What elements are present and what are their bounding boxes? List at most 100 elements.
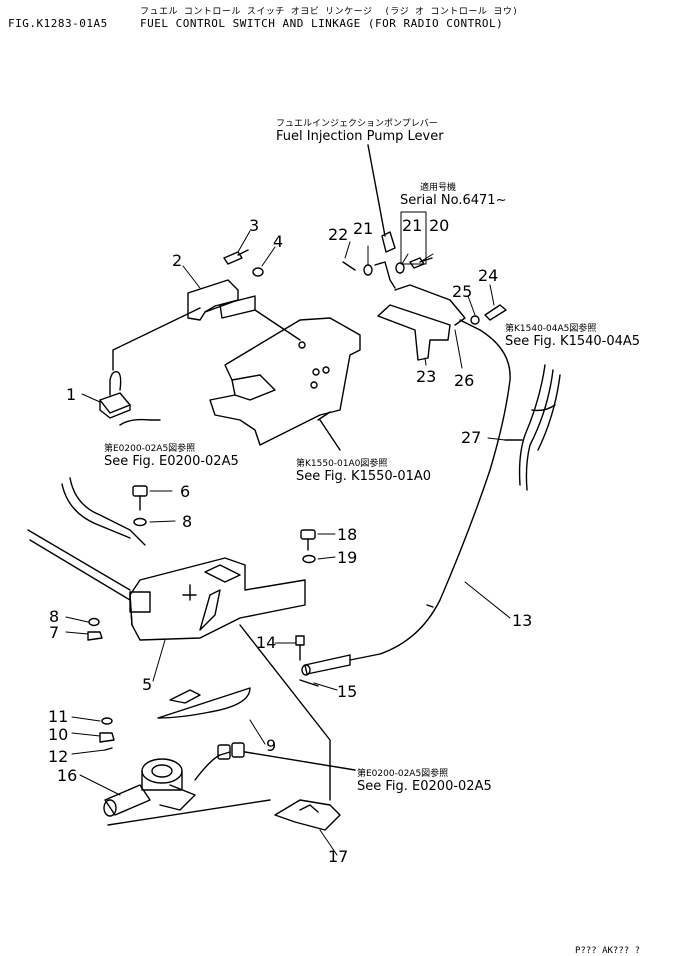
callout-pump-lever-jp: フュエルインジェクションポンプレバー [276,119,438,129]
cable-end-rod [394,284,466,326]
motor-to-bracket-line [107,799,271,826]
washer-25 [470,315,480,325]
motor-wire [194,751,231,781]
bolt-14 [295,635,305,661]
callout-fig-e0200-lower-en: See Fig. E0200-02A5 [357,779,492,794]
washer-4 [252,267,264,277]
part-number-4: 4 [273,232,283,251]
part-number-13: 13 [512,611,532,630]
dial-plate [157,687,251,719]
callout-fig-e0200-lower-jp: 第E0200-02A5図参照 [357,769,449,779]
part-number-16: 16 [57,766,77,785]
part-number-17: 17 [328,847,348,866]
nut-7 [87,631,103,641]
callout-pump-lever-en: Fuel Injection Pump Lever [276,129,444,144]
switch-cable [112,307,201,371]
part-number-26: 26 [454,371,474,390]
panel-leader [319,419,341,451]
bolt-20 [409,257,433,269]
bolt-18 [300,529,316,551]
callout-fig-e0200-upper: 第E0200-02A5図参照 See Fig. E0200-02A5 [104,441,239,469]
part-number-20: 20 [429,216,449,235]
harness-upper [69,477,146,546]
part-number-14: 14 [256,633,276,652]
bracket-17 [274,799,341,831]
washer-11 [101,717,113,725]
figure-id: FIG.K1283-01A5 [8,17,108,30]
control-plate [129,557,306,641]
motor-connector [217,742,245,760]
cable-mark [426,604,434,608]
bolt-6 [132,485,148,511]
harness-lower [61,483,131,539]
part-number-6: 6 [180,482,190,501]
washer-8-lower [88,617,100,627]
part-number-12: 12 [48,747,68,766]
washer-19 [302,554,316,564]
part-number-23: 23 [416,367,436,386]
part-number-25: 25 [452,282,472,301]
washer-21-left [363,264,373,276]
figure-title: FUEL CONTROL SWITCH AND LINKAGE (FOR RAD… [140,17,504,30]
cable-bundle [518,364,561,491]
callout-fig-k1550-jp: 第K1550-01A0図参照 [296,459,388,469]
part-number-5: 5 [142,675,152,694]
callout-fig-e0200-upper-en: See Fig. E0200-02A5 [104,454,239,469]
lever-clip [374,231,396,289]
callout-fig-k1540-jp: 第K1540-04A5図参照 [505,324,597,334]
bolt-24 [484,304,507,321]
part-number-8-upper: 8 [182,512,192,531]
switch-wire [119,418,161,426]
bolt-3 [223,249,249,265]
pin-22 [342,261,356,271]
part-number-22: 22 [328,225,348,244]
cable-rod-end [301,653,381,676]
frame-edge-upper [27,529,131,591]
callout-fig-k1540: 第K1540-04A5図参照 See Fig. K1540-04A5 [505,321,640,349]
part-number-10: 10 [48,725,68,744]
part-number-2: 2 [172,251,182,270]
leader-lines [65,230,511,856]
motor-connector-leader [244,751,356,771]
part-number-27: 27 [461,428,481,447]
part-number-21-left: 21 [353,219,373,238]
lever-bracket-23 [377,304,451,361]
callout-fig-k1550-en: See Fig. K1550-01A0 [296,469,432,484]
nut-10 [99,732,115,743]
washer-8-upper [133,517,147,527]
bracket-link-line [254,309,301,341]
part-number-8-lower: 8 [49,607,59,626]
control-cable [379,319,511,655]
pump-lever-leader [367,144,386,237]
part-number-11: 11 [48,707,68,726]
cotter-pin-15 [299,679,319,687]
callout-serial-jp: 適用号機 [420,183,457,193]
mounting-panel [209,317,361,446]
pin-12 [104,747,113,751]
fuel-control-switch [99,370,131,419]
figure-title-japanese: フュエル コントロール スイッチ オヨビ リンケージ (ラジ オ コントロール … [140,7,519,17]
part-number-18: 18 [337,525,357,544]
part-number-24: 24 [478,266,498,285]
part-number-1: 1 [66,385,76,404]
part-number-15: 15 [337,682,357,701]
part-number-21-right: 21 [402,216,422,235]
part-number-9: 9 [266,736,276,755]
callout-fig-e0200-lower: 第E0200-02A5図参照 See Fig. E0200-02A5 [357,766,492,794]
plate-to-bracket-line [239,624,331,801]
callout-fig-k1540-en: See Fig. K1540-04A5 [505,334,641,349]
part-number-19: 19 [337,548,357,567]
serial-box [400,211,427,265]
callout-serial: 適用号機 Serial No.6471~ [400,180,506,208]
part-number-3: 3 [249,216,259,235]
callout-fig-k1550: 第K1550-01A0図参照 See Fig. K1550-01A0 [296,456,431,484]
callout-fig-e0200-upper-jp: 第E0200-02A5図参照 [104,444,196,454]
motor-actuator [103,758,196,817]
callout-pump-lever: フュエルインジェクションポンプレバー Fuel Injection Pump L… [276,116,444,144]
page-footer: P??? AK??? ? [575,946,641,956]
frame-edge-lower [29,539,131,601]
part-number-7: 7 [49,623,59,642]
washer-21-right [395,262,405,274]
callout-serial-en: Serial No.6471~ [400,193,507,208]
